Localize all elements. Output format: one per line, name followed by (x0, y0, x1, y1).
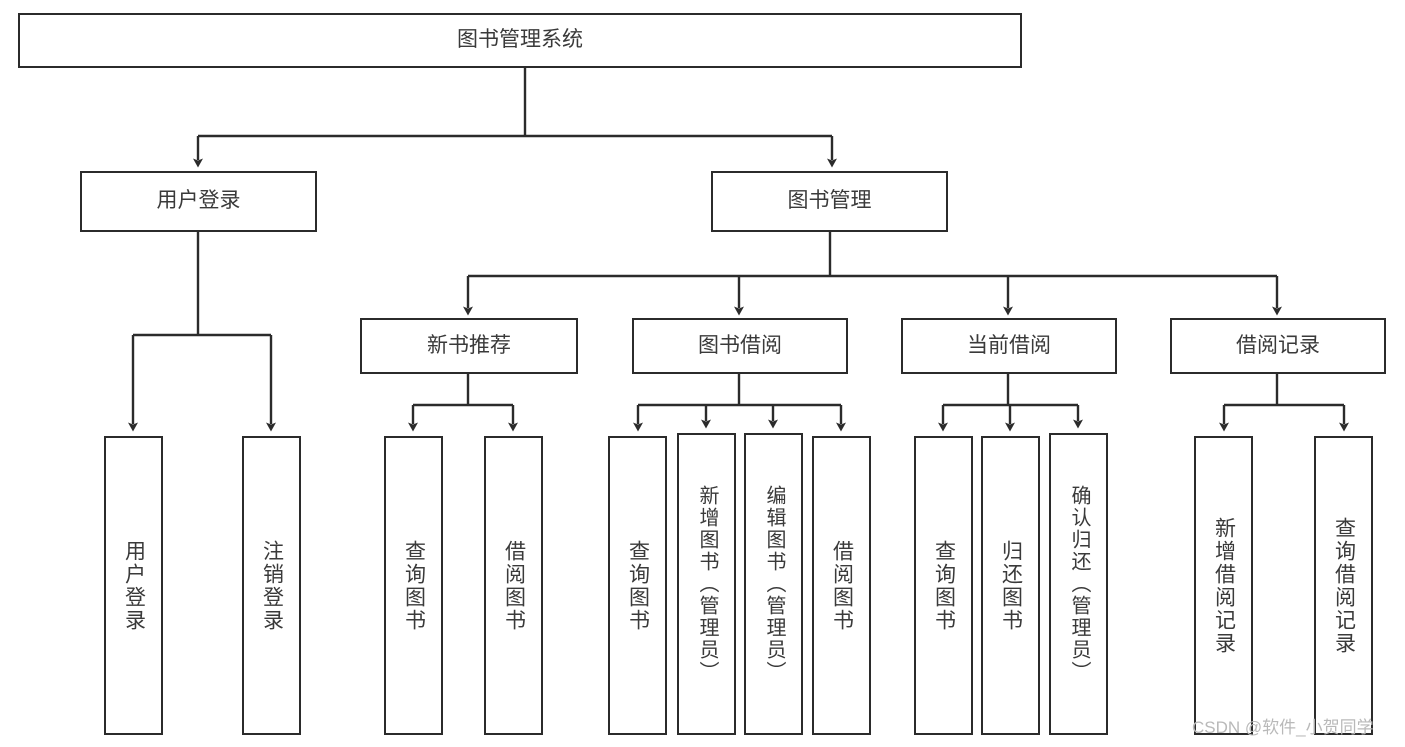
node-new-book-recommend[interactable]: 新书推荐 (360, 318, 578, 374)
node-label: 归还图书 (999, 539, 1023, 632)
leaf-borrow-records-query-record[interactable]: 查询借阅记录 (1314, 436, 1373, 735)
leaf-book-borrow-edit-book-admin[interactable]: 编辑图书（管理员） (744, 433, 803, 735)
node-current-borrow[interactable]: 当前借阅 (901, 318, 1117, 374)
node-label: 新增图书（管理员） (696, 485, 718, 683)
leaf-new-book-borrow-book[interactable]: 借阅图书 (484, 436, 543, 735)
leaf-borrow-records-add-record[interactable]: 新增借阅记录 (1194, 436, 1253, 735)
leaf-current-borrow-return-book[interactable]: 归还图书 (981, 436, 1040, 735)
node-label: 注销登录 (260, 539, 284, 632)
node-label: 查询图书 (626, 539, 650, 632)
node-label: 查询借阅记录 (1332, 516, 1356, 655)
node-book-management[interactable]: 图书管理 (711, 171, 948, 232)
node-label: 借阅记录 (1236, 333, 1320, 357)
node-label: 编辑图书（管理员） (763, 485, 785, 683)
node-book-borrow[interactable]: 图书借阅 (632, 318, 848, 374)
leaf-user-login-login[interactable]: 用户登录 (104, 436, 163, 735)
node-root-book-management-system[interactable]: 图书管理系统 (18, 13, 1022, 68)
node-label: 查询图书 (932, 539, 956, 632)
node-label: 新书推荐 (427, 333, 511, 357)
node-label: 新增借阅记录 (1212, 516, 1236, 655)
node-label: 图书借阅 (698, 333, 782, 357)
node-label: 图书管理系统 (457, 28, 583, 52)
leaf-new-book-query-book[interactable]: 查询图书 (384, 436, 443, 735)
leaf-book-borrow-borrow-book[interactable]: 借阅图书 (812, 436, 871, 735)
leaf-book-borrow-query-book[interactable]: 查询图书 (608, 436, 667, 735)
node-label: 借阅图书 (502, 539, 526, 632)
node-label: 当前借阅 (967, 333, 1051, 357)
node-label: 查询图书 (402, 539, 426, 632)
leaf-user-login-logout[interactable]: 注销登录 (242, 436, 301, 735)
node-label: 借阅图书 (830, 539, 854, 632)
csdn-watermark: CSDN @软件_小贺同学 (1192, 718, 1374, 737)
node-label: 用户登录 (156, 189, 241, 213)
node-label: 图书管理 (787, 189, 872, 213)
node-label: 确认归还（管理员） (1068, 485, 1090, 683)
node-borrow-records[interactable]: 借阅记录 (1170, 318, 1386, 374)
leaf-book-borrow-add-book-admin[interactable]: 新增图书（管理员） (677, 433, 736, 735)
leaf-current-borrow-confirm-return-admin[interactable]: 确认归还（管理员） (1049, 433, 1108, 735)
node-user-login[interactable]: 用户登录 (80, 171, 317, 232)
node-label: 用户登录 (122, 539, 146, 632)
leaf-current-borrow-query-book[interactable]: 查询图书 (914, 436, 973, 735)
